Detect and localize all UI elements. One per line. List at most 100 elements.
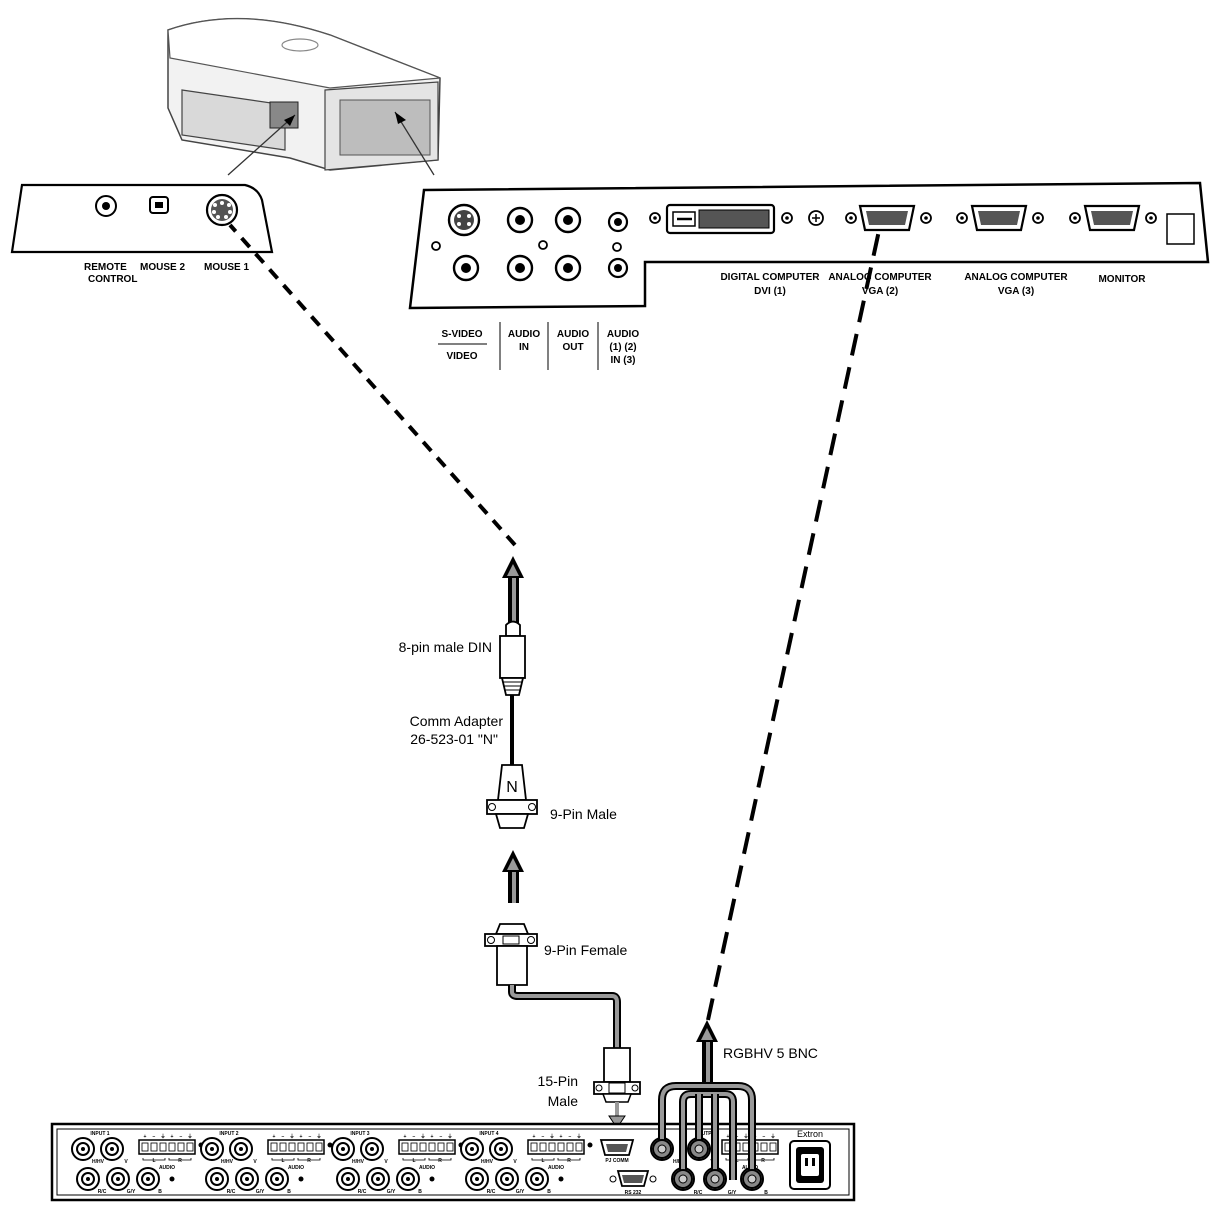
comm-adapter-label-2: 26-523-01 "N"	[410, 731, 498, 747]
gy-label: G/Y	[516, 1189, 525, 1195]
remote-control-label-2: CONTROL	[88, 274, 137, 285]
terminal-sign: −	[153, 1134, 156, 1140]
bnc-v	[100, 1137, 124, 1161]
bnc-hhv	[71, 1137, 95, 1161]
audio-l-label: L	[412, 1158, 415, 1164]
terminal-sign: +	[273, 1134, 276, 1140]
bnc-b	[525, 1167, 549, 1191]
terminal-sign: +	[144, 1134, 147, 1140]
audio-r-label: R	[178, 1158, 182, 1164]
terminal-sign: ⏚	[316, 1133, 321, 1140]
rc-label: R/C	[227, 1189, 236, 1195]
terminal-sign: +	[560, 1134, 563, 1140]
rc-label: R/C	[358, 1189, 367, 1195]
kensington-screw	[808, 210, 824, 226]
pj-comm-label: PJ COMM	[605, 1158, 628, 1164]
mouse-1-label: MOUSE 1	[204, 262, 249, 273]
gy-label: G/Y	[256, 1189, 265, 1195]
vga-3-label-1: ANALOG COMPUTER	[964, 272, 1068, 283]
dvi-label-1: DIGITAL COMPUTER	[720, 272, 820, 283]
din-dashed-cable	[228, 223, 517, 547]
terminal-sign: ⏚	[576, 1133, 581, 1140]
monitor-label: MONITOR	[1098, 274, 1146, 285]
terminal-sign: +	[171, 1134, 174, 1140]
mouse-1-din-port	[205, 193, 239, 227]
rgbhv-bnc-cable	[652, 1020, 762, 1189]
audio-123-jacks	[607, 211, 629, 279]
audio-out-label-2: OUT	[562, 342, 583, 353]
audio-in-label-1: AUDIO	[508, 329, 540, 340]
15-pin-male-connector	[593, 1047, 641, 1129]
gy-label: G/Y	[127, 1189, 136, 1195]
hhv-label: H/HV	[221, 1159, 234, 1165]
audio-label: AUDIO	[548, 1165, 564, 1171]
remote-control-label-1: REMOTE	[84, 262, 127, 273]
terminal-sign: +	[533, 1134, 536, 1140]
input-label-3: INPUT 3	[350, 1131, 369, 1137]
b-label: B	[418, 1189, 422, 1195]
15-pin-label-2: Male	[548, 1093, 579, 1109]
terminal-sign: ⏚	[549, 1133, 554, 1140]
9-pin-female-label: 9-Pin Female	[544, 942, 627, 958]
rc-label: R/C	[98, 1189, 107, 1195]
audio-r-label: R	[761, 1158, 765, 1164]
bnc-rc	[465, 1167, 489, 1191]
mouse-2-usb-port	[149, 196, 169, 214]
b-label: B	[287, 1189, 291, 1195]
video-label: VIDEO	[446, 351, 477, 362]
vga-3-port	[956, 204, 1044, 232]
terminal-sign: ⏚	[743, 1133, 748, 1140]
out-rc-label: R/C	[694, 1190, 703, 1196]
remote-control-jack	[95, 195, 117, 217]
audio-label: AUDIO	[159, 1165, 175, 1171]
projector-rear-panel: DIGITAL COMPUTER DVI (1) ANALOG COMPUTER…	[408, 181, 1210, 370]
bnc-plug	[673, 1169, 693, 1189]
dvi-port	[649, 203, 793, 235]
terminal-sign: −	[440, 1134, 443, 1140]
out-gy-label: G/Y	[728, 1190, 737, 1196]
projector-side-panel: REMOTE CONTROL MOUSE 2 MOUSE 1	[10, 183, 274, 285]
hhv-label: H/HV	[92, 1159, 105, 1165]
terminal-sign: −	[282, 1134, 285, 1140]
vga-3-label-2: VGA (3)	[998, 286, 1034, 297]
terminal-sign: −	[542, 1134, 545, 1140]
bnc-plug	[689, 1139, 709, 1159]
v-label: V	[384, 1159, 388, 1165]
s-video-label: S-VIDEO	[441, 329, 482, 340]
terminal-sign: +	[727, 1134, 730, 1140]
bnc-rc	[205, 1167, 229, 1191]
audio-l-label: L	[541, 1158, 544, 1164]
bnc-v	[360, 1137, 384, 1161]
audio-123-label-3: IN (3)	[611, 355, 636, 366]
terminal-sign: ⏚	[447, 1133, 452, 1140]
terminal-sign: +	[300, 1134, 303, 1140]
bnc-rc	[336, 1167, 360, 1191]
audio-123-label-2: (1) (2)	[609, 342, 636, 353]
audio-out-jacks	[554, 206, 582, 282]
input-label-2: INPUT 2	[219, 1131, 238, 1137]
audio-r-label: R	[307, 1158, 311, 1164]
video-rca-jack	[452, 254, 480, 282]
audio-label: AUDIO	[288, 1165, 304, 1171]
bnc-hhv	[460, 1137, 484, 1161]
terminal-sign: ⏚	[770, 1133, 775, 1140]
terminal-sign: ⏚	[289, 1133, 294, 1140]
audio-label: AUDIO	[419, 1165, 435, 1171]
terminal-sign: −	[309, 1134, 312, 1140]
15-pin-label-1: 15-Pin	[538, 1073, 578, 1089]
9-pin-male-connector: N	[486, 764, 538, 829]
bnc-v	[229, 1137, 253, 1161]
vga-2-label-1: ANALOG COMPUTER	[828, 272, 932, 283]
gy-label: G/Y	[387, 1189, 396, 1195]
adapter-n-letter: N	[506, 779, 518, 796]
bnc-hhv	[200, 1137, 224, 1161]
pj-comm-port: PJ COMM	[599, 1139, 635, 1164]
terminal-sign: −	[413, 1134, 416, 1140]
bnc-v	[489, 1137, 513, 1161]
terminal-sign: +	[404, 1134, 407, 1140]
